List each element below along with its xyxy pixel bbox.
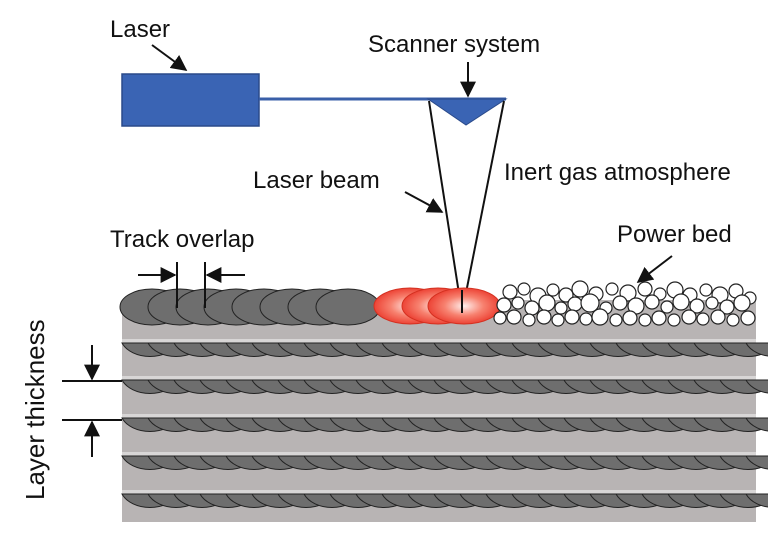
track-bead [745, 493, 768, 508]
powder-particle [726, 313, 740, 327]
powder-particle [689, 298, 705, 314]
powder-particle [536, 309, 552, 325]
powder-particle [571, 280, 589, 298]
powder-particle [551, 313, 565, 327]
laser-beam-left [428, 100, 463, 314]
powder-particle [546, 283, 560, 297]
powder-particle [710, 309, 726, 325]
track-overlap-label: Track overlap [110, 226, 255, 253]
powder-particle [564, 309, 580, 325]
power-bed-label: Power bed [617, 221, 732, 248]
powder-particle [637, 281, 653, 297]
power-bed-pointer-arrow [636, 255, 673, 283]
powder-particle [667, 313, 681, 327]
powder-particle [567, 296, 583, 312]
powder-particle [605, 282, 619, 296]
powder-particle [538, 294, 556, 312]
powder-particle [609, 313, 623, 327]
powder-particle [699, 283, 713, 297]
powder-particle [740, 310, 756, 326]
scanner-mirror [426, 98, 508, 126]
laser-beam-label: Laser beam [253, 167, 380, 194]
powder-particle [612, 295, 628, 311]
inert-gas-label: Inert gas atmosphere [504, 159, 731, 186]
powder-particle [672, 293, 690, 311]
powder-particle [591, 308, 609, 326]
track-bead [745, 379, 768, 394]
laser-beam-right [461, 100, 505, 314]
powder-particle [705, 296, 719, 310]
powder-particle [638, 313, 652, 327]
powder-particle [660, 300, 674, 314]
powder-particle [579, 312, 593, 326]
laser-label: Laser [110, 16, 170, 43]
powder-particle [558, 287, 574, 303]
track-bead [745, 342, 768, 357]
track-bead [745, 417, 768, 432]
powder-particle [622, 310, 638, 326]
powder-particle [493, 311, 507, 325]
powder-particle [719, 299, 735, 315]
powder-particle [524, 300, 540, 316]
scanner-system-label: Scanner system [368, 31, 540, 58]
track-bead [745, 455, 768, 470]
powder-particle [502, 284, 518, 300]
powder-particle [506, 309, 522, 325]
built-layers-block [119, 288, 768, 522]
powder-particle [681, 309, 697, 325]
powder-particle [517, 282, 531, 296]
laser-source [121, 73, 260, 127]
melt-pool [373, 287, 501, 325]
laser-pointer-arrow [151, 44, 188, 71]
powder-particle [644, 294, 660, 310]
powder-particle [651, 310, 667, 326]
laser-beam-pointer-arrow [404, 191, 444, 213]
powder-particle [511, 296, 525, 310]
powder-particle [733, 294, 751, 312]
top-track-bead [315, 288, 381, 326]
layer-thickness-label: Layer thickness [20, 319, 50, 500]
powder-particle [696, 312, 710, 326]
powder-particle [554, 301, 568, 315]
powder-particle [522, 313, 536, 327]
powder-bed [493, 280, 757, 327]
powder-particle [580, 293, 600, 313]
powder-particle [496, 297, 512, 313]
